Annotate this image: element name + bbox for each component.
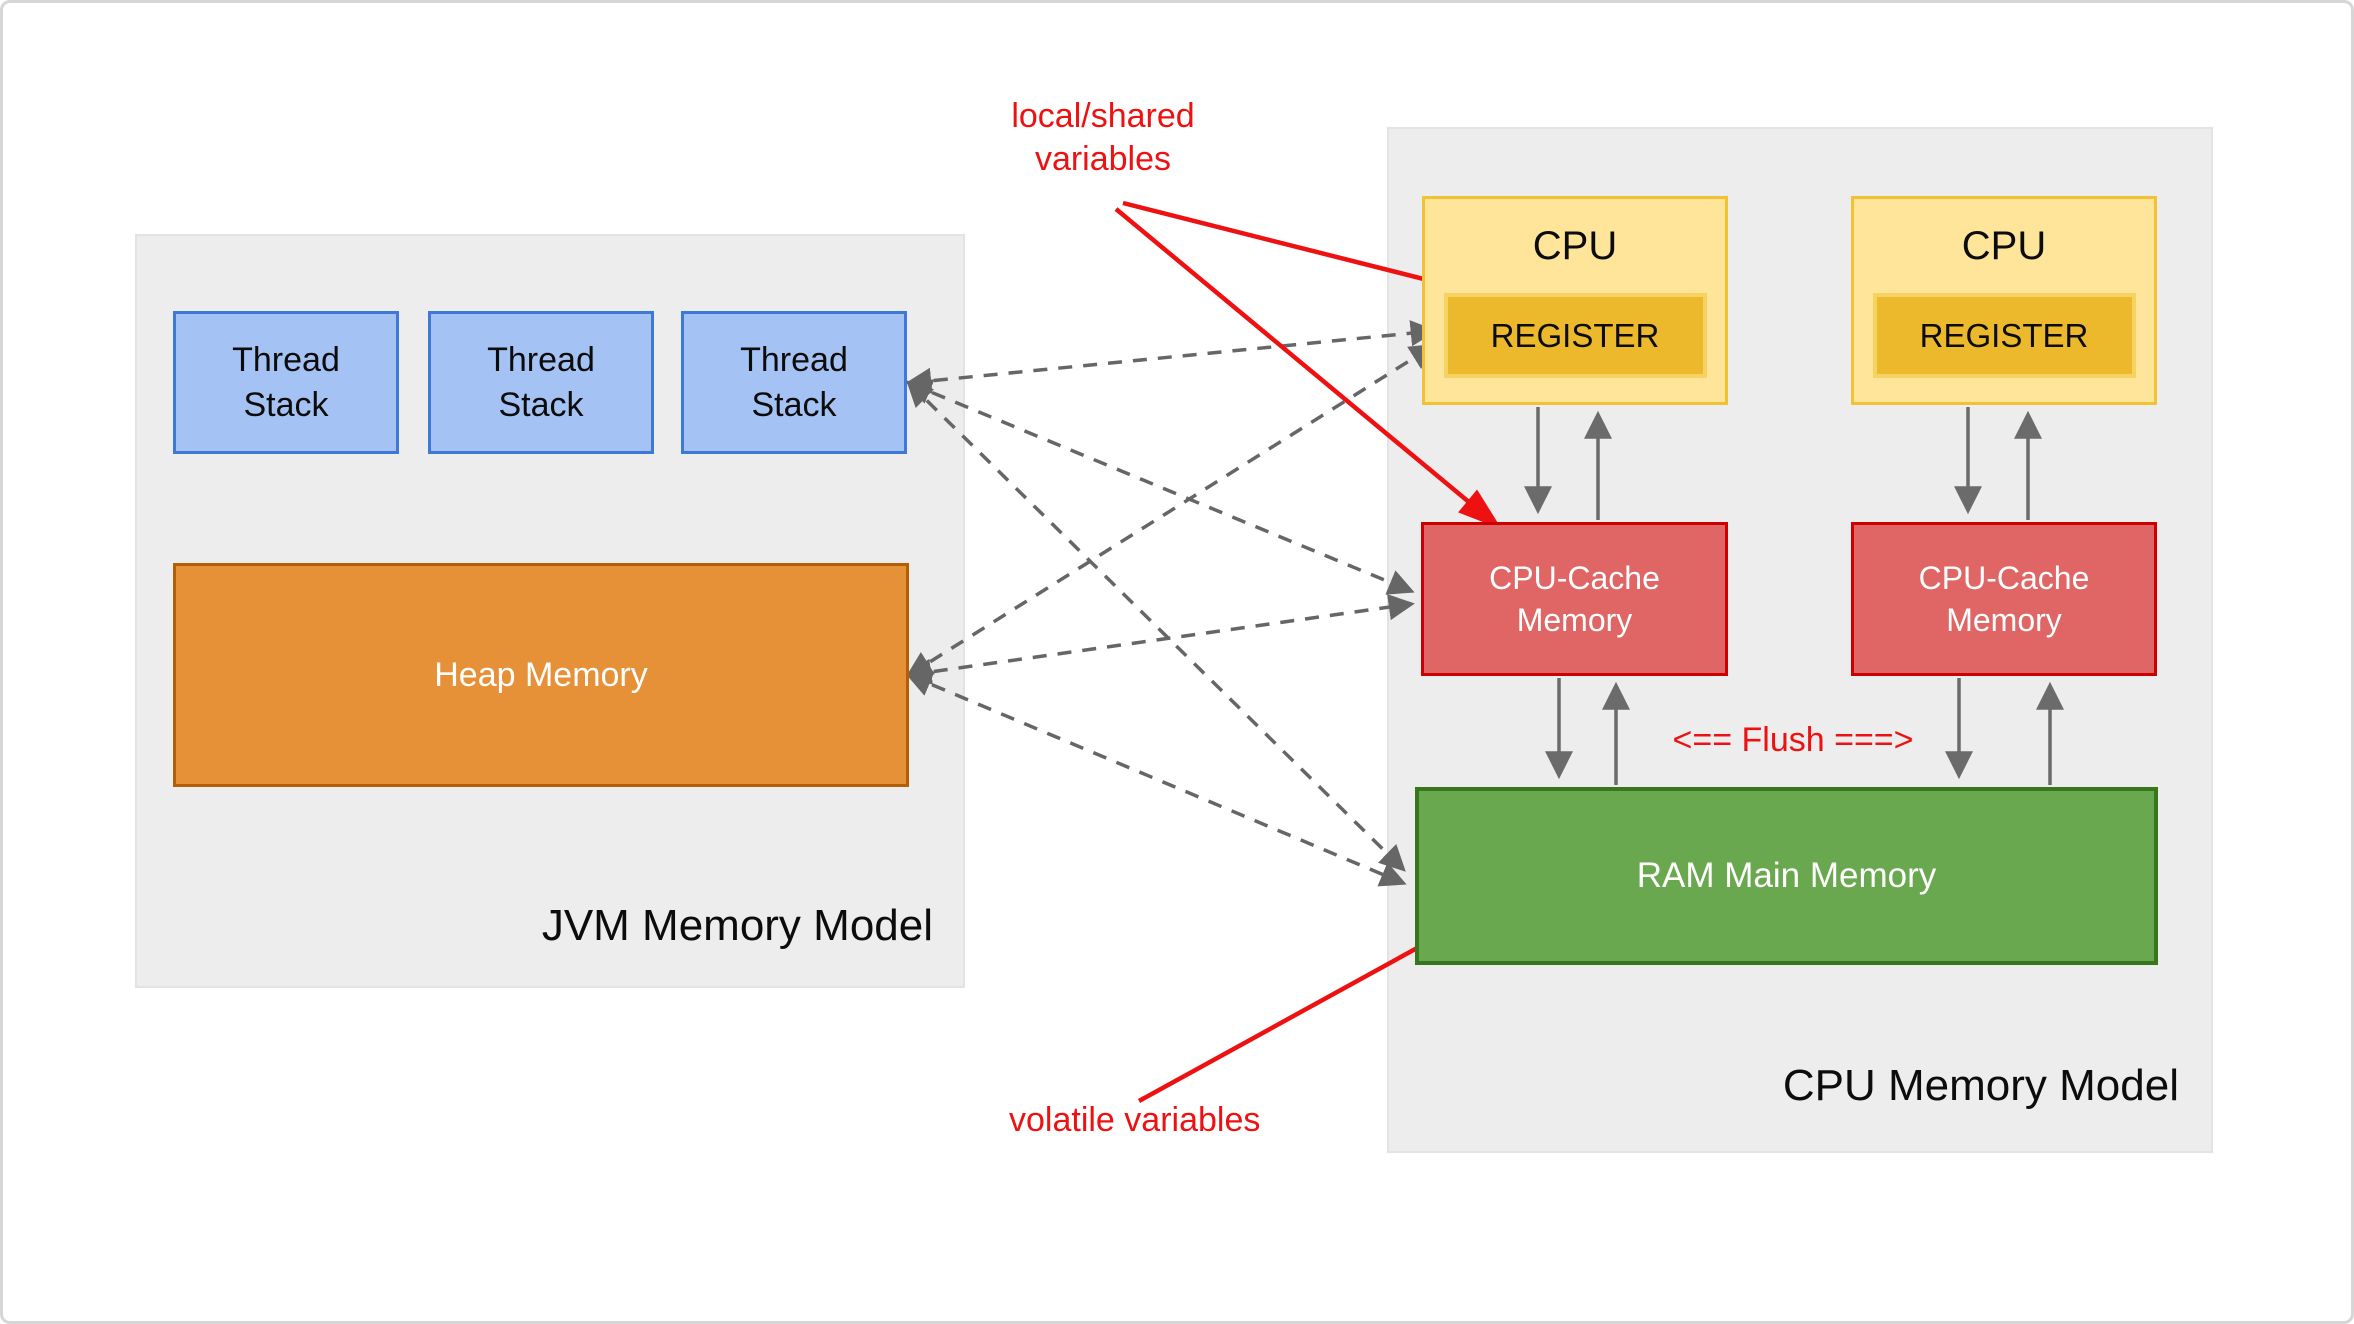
register-label: REGISTER (1490, 316, 1660, 354)
local-shared-variables-annotation: local/shared variables (1011, 97, 1195, 178)
ram-main-memory-label: RAM Main Memory (1636, 855, 1937, 895)
jvm-model-title: JVM Memory Model (541, 901, 933, 950)
register-box-1: REGISTER (1443, 293, 1707, 378)
register-box-2: REGISTER (1872, 293, 2136, 378)
cpu-box-2: CPU REGISTER (1851, 196, 2157, 405)
dashed-arrow-threadstack-ram (906, 380, 1406, 872)
heap-memory-box: Heap Memory (173, 563, 909, 787)
cpu-box-1: CPU REGISTER (1422, 196, 1728, 405)
ram-main-memory-box: RAM Main Memory (1415, 787, 2158, 965)
thread-stack-label: Thread Stack (487, 340, 595, 424)
cpu-label: CPU (1961, 223, 2047, 268)
cpu-cache-label: CPU-Cache Memory (1489, 559, 1660, 638)
dashed-arrow-heap-ram (905, 671, 1407, 887)
heap-memory-label: Heap Memory (434, 655, 648, 694)
thread-stack-box-1: Thread Stack (173, 311, 399, 454)
dashed-arrow-threadstack-register (905, 320, 1437, 394)
dashed-arrow-heap-register (905, 343, 1437, 678)
thread-stack-box-2: Thread Stack (428, 311, 654, 454)
register-label: REGISTER (1919, 316, 2089, 354)
thread-stack-label: Thread Stack (232, 340, 340, 424)
volatile-variables-annotation: volatile variables (1009, 1101, 1261, 1139)
flush-annotation: <== Flush ===> (1672, 721, 1914, 759)
cpu-cache-box-2: CPU-Cache Memory (1851, 522, 2157, 676)
thread-stack-label: Thread Stack (740, 340, 848, 424)
thread-stack-box-3: Thread Stack (681, 311, 907, 454)
cpu-cache-label: CPU-Cache Memory (1918, 559, 2090, 638)
dashed-arrow-threadstack-cache (905, 379, 1415, 595)
cpu-label: CPU (1532, 223, 1618, 268)
cpu-model-title: CPU Memory Model (1782, 1061, 2179, 1110)
dashed-arrow-heap-cache (905, 594, 1415, 685)
cpu-cache-box-1: CPU-Cache Memory (1421, 522, 1728, 676)
